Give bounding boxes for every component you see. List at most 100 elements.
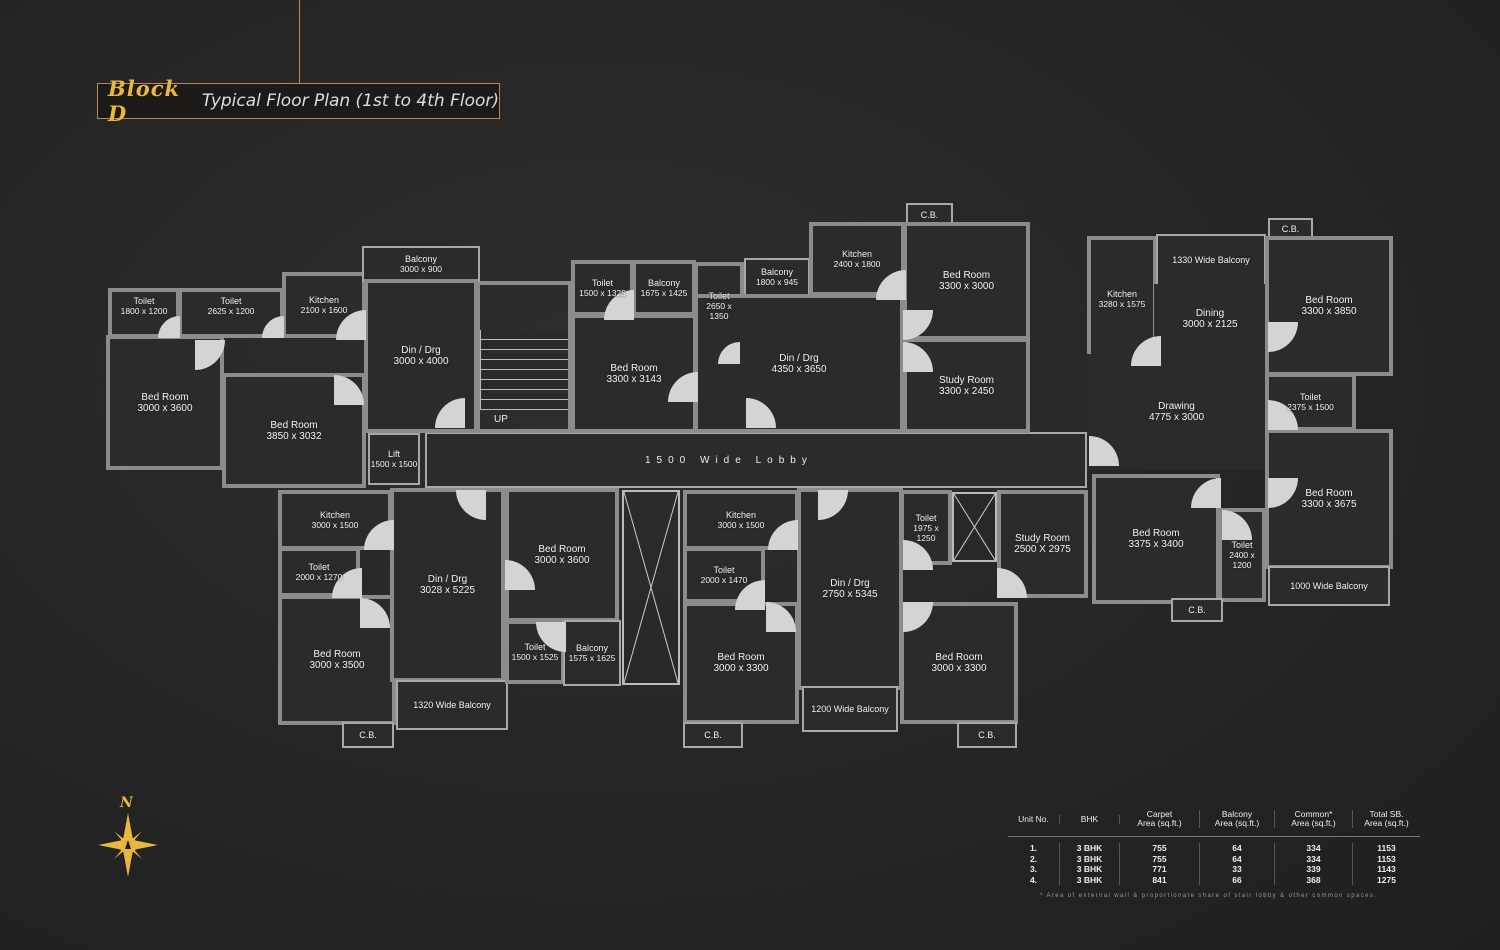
room-dimensions: 2625 x 1200	[207, 306, 255, 316]
room-dimensions: 3000 x 2125	[1182, 319, 1238, 330]
room-dimensions: 3000 x 4000	[393, 356, 449, 367]
room-1320-wide-balcony: 1320 Wide Balcony	[396, 680, 508, 730]
room-name: Din / Drg	[779, 352, 819, 364]
room-name: C.B.	[1188, 605, 1206, 615]
table-cell: 1.	[1008, 843, 1060, 854]
table-header-cell: Common* Area (sq.ft.)	[1275, 810, 1353, 828]
room-name: Kitchen	[725, 510, 757, 520]
room-dimensions: 3300 x 3143	[606, 373, 662, 385]
room-name: Bed Room	[717, 652, 765, 663]
north-compass: N	[96, 795, 160, 880]
room-dimensions: 3000 x 900	[399, 264, 443, 274]
room-name: Bed Room	[935, 652, 983, 663]
area-footnote: * Area of external wall & proportionate …	[1040, 893, 1378, 899]
room-dimensions: 1575 x 1625	[568, 653, 616, 663]
room-dimensions: 3000 x 3500	[309, 660, 365, 671]
room-name: Bed Room	[610, 362, 658, 374]
title-leader-line	[299, 0, 300, 83]
room-name: Din / Drg	[401, 345, 441, 356]
table-header-cell: BHK	[1060, 814, 1120, 824]
room-name: Kitchen	[1106, 289, 1138, 299]
room-name: Toilet	[133, 296, 155, 306]
room-name: Bed Room	[141, 391, 189, 403]
room-dimensions: 1975 x 1250	[913, 522, 939, 543]
shaft	[622, 490, 680, 685]
table-cell: 3.	[1008, 864, 1060, 875]
room-name: Toilet	[591, 278, 613, 288]
table-header-cell: Carpet Area (sq.ft.)	[1120, 810, 1200, 828]
table-header-cell: Total SB. Area (sq.ft.)	[1364, 809, 1409, 828]
table-cell: 1143	[1377, 864, 1396, 874]
room-name: Lift	[387, 449, 400, 459]
room-dimensions: 3000 x 1500	[311, 520, 359, 530]
room-dimensions: 1500 x 1325	[579, 288, 626, 298]
room-dimensions: 3000 x 3600	[137, 402, 193, 414]
room-dimensions: 1800 x 945	[755, 277, 799, 287]
table-cell: 1275	[1377, 874, 1396, 885]
room-dimensions: 3300 x 3000	[938, 281, 995, 292]
table-cell: 66	[1200, 874, 1275, 885]
lobby	[425, 432, 1087, 488]
room-name: Bed Room	[538, 544, 586, 555]
room-dimensions: 2100 x 1600	[300, 305, 348, 315]
room-name: Balcony	[404, 254, 438, 264]
table-cell: 334	[1275, 843, 1353, 854]
room-dimensions: 3000 x 1500	[717, 520, 765, 530]
room-name: Dining	[1195, 308, 1225, 319]
table-cell: 841	[1120, 874, 1200, 885]
table-cell: 2.	[1008, 853, 1060, 864]
room-name: C.B.	[704, 730, 722, 740]
room-dimensions: 3028 x 5225	[419, 585, 476, 596]
compass-star-icon	[98, 813, 158, 877]
room-dimensions: 3300 x 3850	[1301, 306, 1357, 317]
room-dimensions: 1500 x 1525	[511, 652, 559, 662]
table-cell: 1153	[1377, 843, 1396, 853]
room-1200-wide-balcony: 1200 Wide Balcony	[802, 686, 898, 732]
room-dimensions: 2650 x 1350	[706, 301, 732, 321]
room-name: Kitchen	[308, 295, 340, 305]
room-dimensions: 3000 x 3300	[713, 663, 769, 674]
table-cell: 368	[1275, 874, 1353, 885]
room-name: Toilet	[220, 296, 242, 306]
table-cell: 3 BHK	[1060, 843, 1120, 854]
room-name: Toilet	[1231, 540, 1253, 550]
room-name: C.B.	[978, 730, 996, 740]
room-name: Toilet	[915, 512, 937, 523]
room-name: Toilet	[308, 562, 330, 572]
plan-title: Block D Typical Floor Plan (1st to 4th F…	[97, 76, 500, 126]
staircase	[480, 330, 572, 410]
shaft-cross-icon	[953, 493, 996, 561]
room-dimensions: 2000 x 1470	[700, 575, 748, 585]
room-c-b: C.B.	[1171, 598, 1223, 622]
shaft-cross-icon	[623, 491, 679, 684]
room-name: Toilet	[713, 565, 735, 575]
room-dimensions: 3280 x 1575	[1098, 299, 1146, 309]
room-dimensions: 2000 x 1270	[295, 572, 343, 582]
room-name: Toilet	[1299, 392, 1321, 402]
room-1330-wide-balcony: 1330 Wide Balcony	[1156, 234, 1266, 286]
room-name: C.B.	[359, 730, 377, 740]
room-name: Drawing	[1158, 401, 1195, 412]
table-cell: 755	[1120, 843, 1200, 854]
room-dimensions: 3850 x 3032	[266, 430, 322, 442]
room-dimensions: 1500 x 1500	[370, 459, 418, 469]
room-name: Toilet	[524, 642, 546, 652]
table-header-cell: Unit No.	[1008, 814, 1060, 824]
room-dimensions: 3300 x 3675	[1301, 499, 1357, 510]
table-cell: 334	[1275, 853, 1353, 864]
room-dimensions: 2500 X 2975	[1014, 544, 1071, 555]
